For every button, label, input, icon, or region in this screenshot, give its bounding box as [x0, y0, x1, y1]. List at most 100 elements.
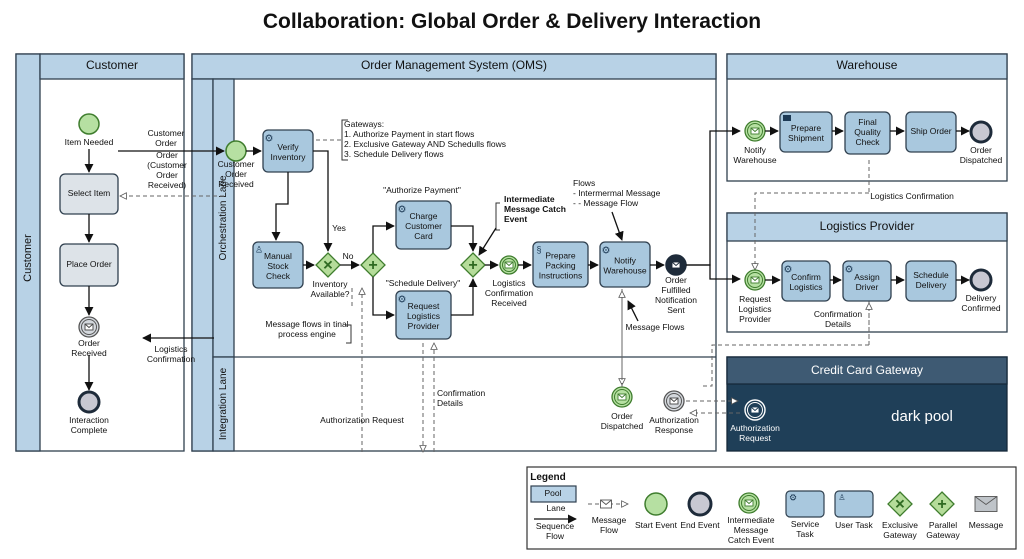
gateways-annotation-line: 1. Authorize Payment in start flows — [344, 129, 474, 139]
legend-exclusive-gateway-label-line: Gateway — [883, 530, 917, 540]
select-item-task-label-line: Select Item — [68, 188, 111, 198]
final-quality-check-task — [844, 111, 891, 155]
legend-user-task — [834, 490, 874, 518]
gateways-annotation-line: 2. Exclusive Gateway AND Schedulls flows — [344, 139, 506, 149]
legend-parallel-gateway-plus-icon: + — [937, 496, 946, 513]
order-fulfilled-label-line: Fulfilled — [661, 285, 691, 295]
schedule-delivery-task-label-line: Schedule — [913, 270, 949, 280]
legend-end-event — [687, 491, 713, 517]
gear-icon: ⚙ — [845, 265, 854, 276]
request-logistics-provider-event-inner — [747, 272, 763, 288]
legend-sequence-flow-label-line: Sequence — [536, 521, 575, 531]
inventory-available-label-line: Available? — [310, 289, 349, 299]
authorization-request-ccg-label-line: Request — [739, 433, 771, 443]
message-flows-final-annotation-line: Message flows in tinal — [265, 319, 348, 329]
authorization-request-event-inner — [747, 402, 763, 418]
legend-end-event-label-line: End Event — [680, 520, 720, 530]
legend-pool-swatch — [530, 485, 577, 503]
prepare-shipment-task — [779, 111, 833, 153]
legend-message-flow-label-line: Message — [592, 515, 627, 525]
final-quality-check-task-label-line: Check — [855, 137, 880, 147]
notify-warehouse-label-line: Warehouse — [733, 155, 776, 165]
message-flows-label-line: Message Flows — [625, 322, 684, 332]
gateways-annotation-line: 3. Schedule Delivery flows — [344, 149, 444, 159]
customer-order-label-line: Customer — [148, 128, 185, 138]
customer-order-received-start-event — [225, 140, 247, 162]
confirmation-details-oms-label-line: Confirmation — [437, 388, 485, 398]
message-flows-label: Message Flows — [625, 322, 684, 332]
prepare-packing-instructions-task-label-line: Instructions — [539, 271, 582, 281]
inventory-available-label-line: Inventory — [313, 279, 349, 289]
charge-customer-card-task-label-line: Charge — [410, 211, 438, 221]
legend-start-event — [644, 492, 668, 516]
logistics-confirmation-left-label-line: Confirmation — [147, 354, 195, 364]
logistics-pool-title: Logistics Provider — [820, 219, 915, 233]
charge-customer-card-task-label-line: Card — [414, 231, 433, 241]
charge-customer-card-task-label-line: Customer — [405, 221, 442, 231]
prepare-shipment-task-label-line: Prepare — [791, 123, 822, 133]
legend-intermediate-event-envelope-icon-flap — [744, 499, 754, 505]
gear-icon: ⚙ — [398, 205, 407, 216]
warehouse-pool-header — [726, 53, 1008, 80]
confirmation-details-oms-label-line: Details — [437, 398, 463, 408]
place-order-task-label: Place Order — [66, 259, 112, 269]
logistics-confirmation-received-event-inner — [502, 258, 516, 272]
legend-intermediate-label-line: Message — [734, 525, 769, 535]
assign-driver-task-label-line: Driver — [856, 282, 879, 292]
seq-flow — [271, 172, 289, 241]
authorize-payment-caption: "Authorize Payment" — [383, 185, 461, 195]
authorization-request-envelope-icon-flap — [750, 406, 760, 412]
seq-flow — [372, 221, 395, 253]
customer-order-label-line: Order — [155, 138, 177, 148]
notify-warehouse-event-envelope-icon-flap — [750, 127, 760, 133]
customer-order-received-label-line: Customer — [218, 159, 255, 169]
authorize-payment-caption-line: "Authorize Payment" — [383, 185, 461, 195]
oms-side-header — [191, 78, 214, 452]
logistics-confirmation-received-event-envelope-icon-flap — [504, 261, 514, 267]
legend-title-line: Legend — [530, 472, 566, 483]
legend-exclusive-gateway-label-line: Exclusive — [882, 520, 918, 530]
order-dispatched-warehouse-label-line: Order — [970, 145, 992, 155]
request-logistics-provider-label-line: Logistics — [738, 304, 771, 314]
order-fulfilled-label-line: Order — [665, 275, 687, 285]
order-fulfilled-end-event-envelope-icon-flap — [671, 261, 681, 267]
delivery-confirmed-end-event — [969, 268, 993, 292]
schedule-delivery-caption-line: "Schedule Delivery" — [386, 278, 461, 288]
request-logistics-provider-task-label-line: Provider — [408, 321, 440, 331]
no-label: No — [343, 251, 354, 261]
order-dispatched-label-oms-line: Dispatched — [601, 421, 644, 431]
confirmation-details-logistics-label-line: Confirmation — [814, 309, 862, 319]
send-icon — [783, 115, 791, 121]
schedule-delivery-task — [905, 260, 957, 302]
order-customer-order-received-label-line: Order — [156, 170, 178, 180]
delivery-confirmed-label-line: Delivery — [966, 293, 997, 303]
inventory-available-exclusive-gateway-x-icon: ✕ — [323, 257, 334, 272]
script-icon: § — [536, 244, 541, 254]
legend-message-flow-label-line: Flow — [600, 525, 619, 535]
legend-intermediate-event-inner — [741, 495, 757, 511]
diagram-title: Collaboration: Global Order & Delivery I… — [262, 10, 762, 33]
authorization-request-label: Authorization Request — [320, 415, 404, 425]
customer-pool-label-line: Customer — [22, 234, 34, 282]
request-logistics-provider-label-line: Request — [739, 294, 771, 304]
legend-user-task-label: User Task — [835, 520, 873, 530]
inventory-available-exclusive-gateway — [315, 252, 341, 278]
order-received-event-inner — [81, 319, 97, 335]
legend-title: Legend — [530, 472, 566, 483]
final-quality-check-task-label-line: Quality — [854, 127, 881, 137]
legend-start-event-label: Start Event — [635, 520, 678, 530]
